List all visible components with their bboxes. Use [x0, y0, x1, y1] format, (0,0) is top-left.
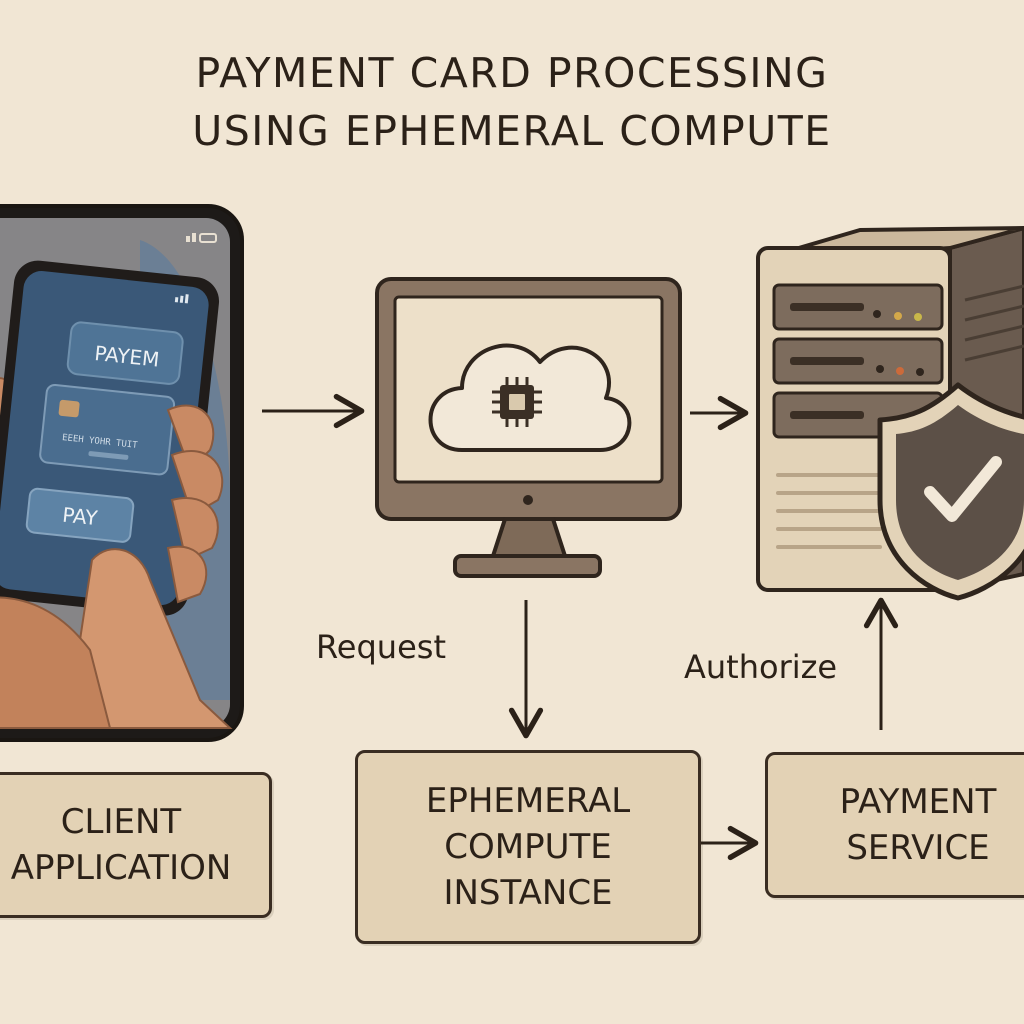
ephemeral-line-1: EPHEMERAL [425, 781, 631, 821]
title-line-1: PAYMENT CARD PROCESSING [195, 49, 829, 97]
payment-service-box: PAYMENT SERVICE [765, 752, 1024, 898]
title-line-2: USING EPHEMERAL COMPUTE [192, 107, 832, 155]
ephemeral-line-3: INSTANCE [443, 873, 613, 913]
ephemeral-line-2: COMPUTE [444, 827, 612, 867]
shield-check-icon [877, 382, 1024, 601]
ephemeral-compute-instance-box: EPHEMERAL COMPUTE INSTANCE [355, 750, 701, 944]
client-line-1: CLIENT [60, 802, 182, 842]
diagram-title: PAYMENT CARD PROCESSING USING EPHEMERAL … [0, 44, 1024, 160]
request-label: Request [316, 628, 446, 666]
payment-line-1: PAYMENT [839, 782, 997, 822]
authorize-label: Authorize [684, 648, 838, 686]
cloud-chip-icon [428, 343, 632, 452]
phone-pay-button: PAY [61, 503, 99, 531]
client-application-box: CLIENT APPLICATION [0, 772, 272, 918]
smartphone-icon: PAYEM EEEH YOHR TUIT PAY [0, 204, 244, 742]
payment-line-2: SERVICE [846, 828, 990, 868]
client-line-2: APPLICATION [10, 848, 232, 888]
